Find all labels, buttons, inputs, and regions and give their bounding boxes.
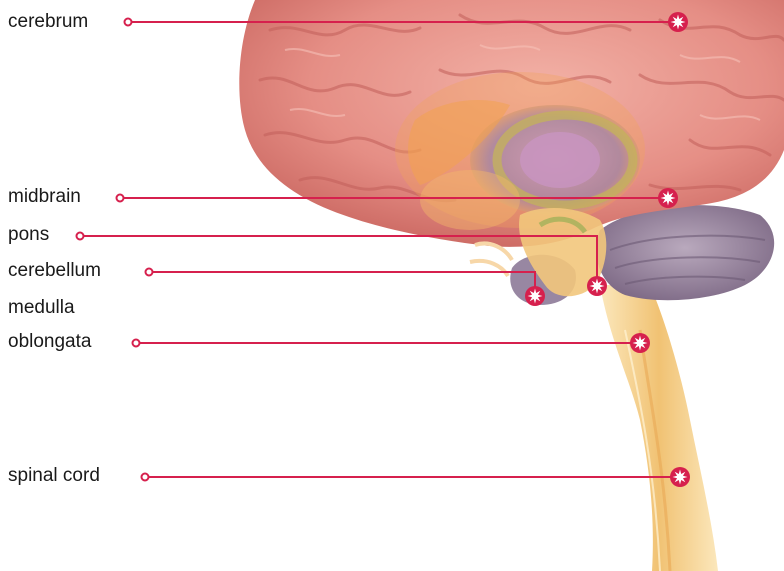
label-cerebrum: cerebrum (8, 11, 88, 33)
label-cerebellum: cerebellum (8, 260, 101, 282)
midbrain-starburst-marker-icon (658, 188, 678, 208)
label-medulla: medulla (8, 297, 75, 319)
medulla-oblongata-starburst-marker-icon (630, 333, 650, 353)
cerebellum-leader-line (146, 269, 536, 295)
label-spinal-cord: spinal cord (8, 465, 100, 487)
spinal-cord-starburst-marker-icon (670, 467, 690, 487)
label-midbrain: midbrain (8, 186, 81, 208)
label-pons: pons (8, 224, 49, 246)
cerebrum-starburst-marker-icon (668, 12, 688, 32)
spinal-cord-illustration (600, 285, 718, 571)
cerebellum-starburst-marker-icon (525, 286, 545, 306)
medulla-oblongata-leader-line (133, 340, 641, 347)
spinal-cord-leader-line (142, 474, 681, 481)
label-oblongata: oblongata (8, 331, 91, 353)
pons-starburst-marker-icon (587, 276, 607, 296)
